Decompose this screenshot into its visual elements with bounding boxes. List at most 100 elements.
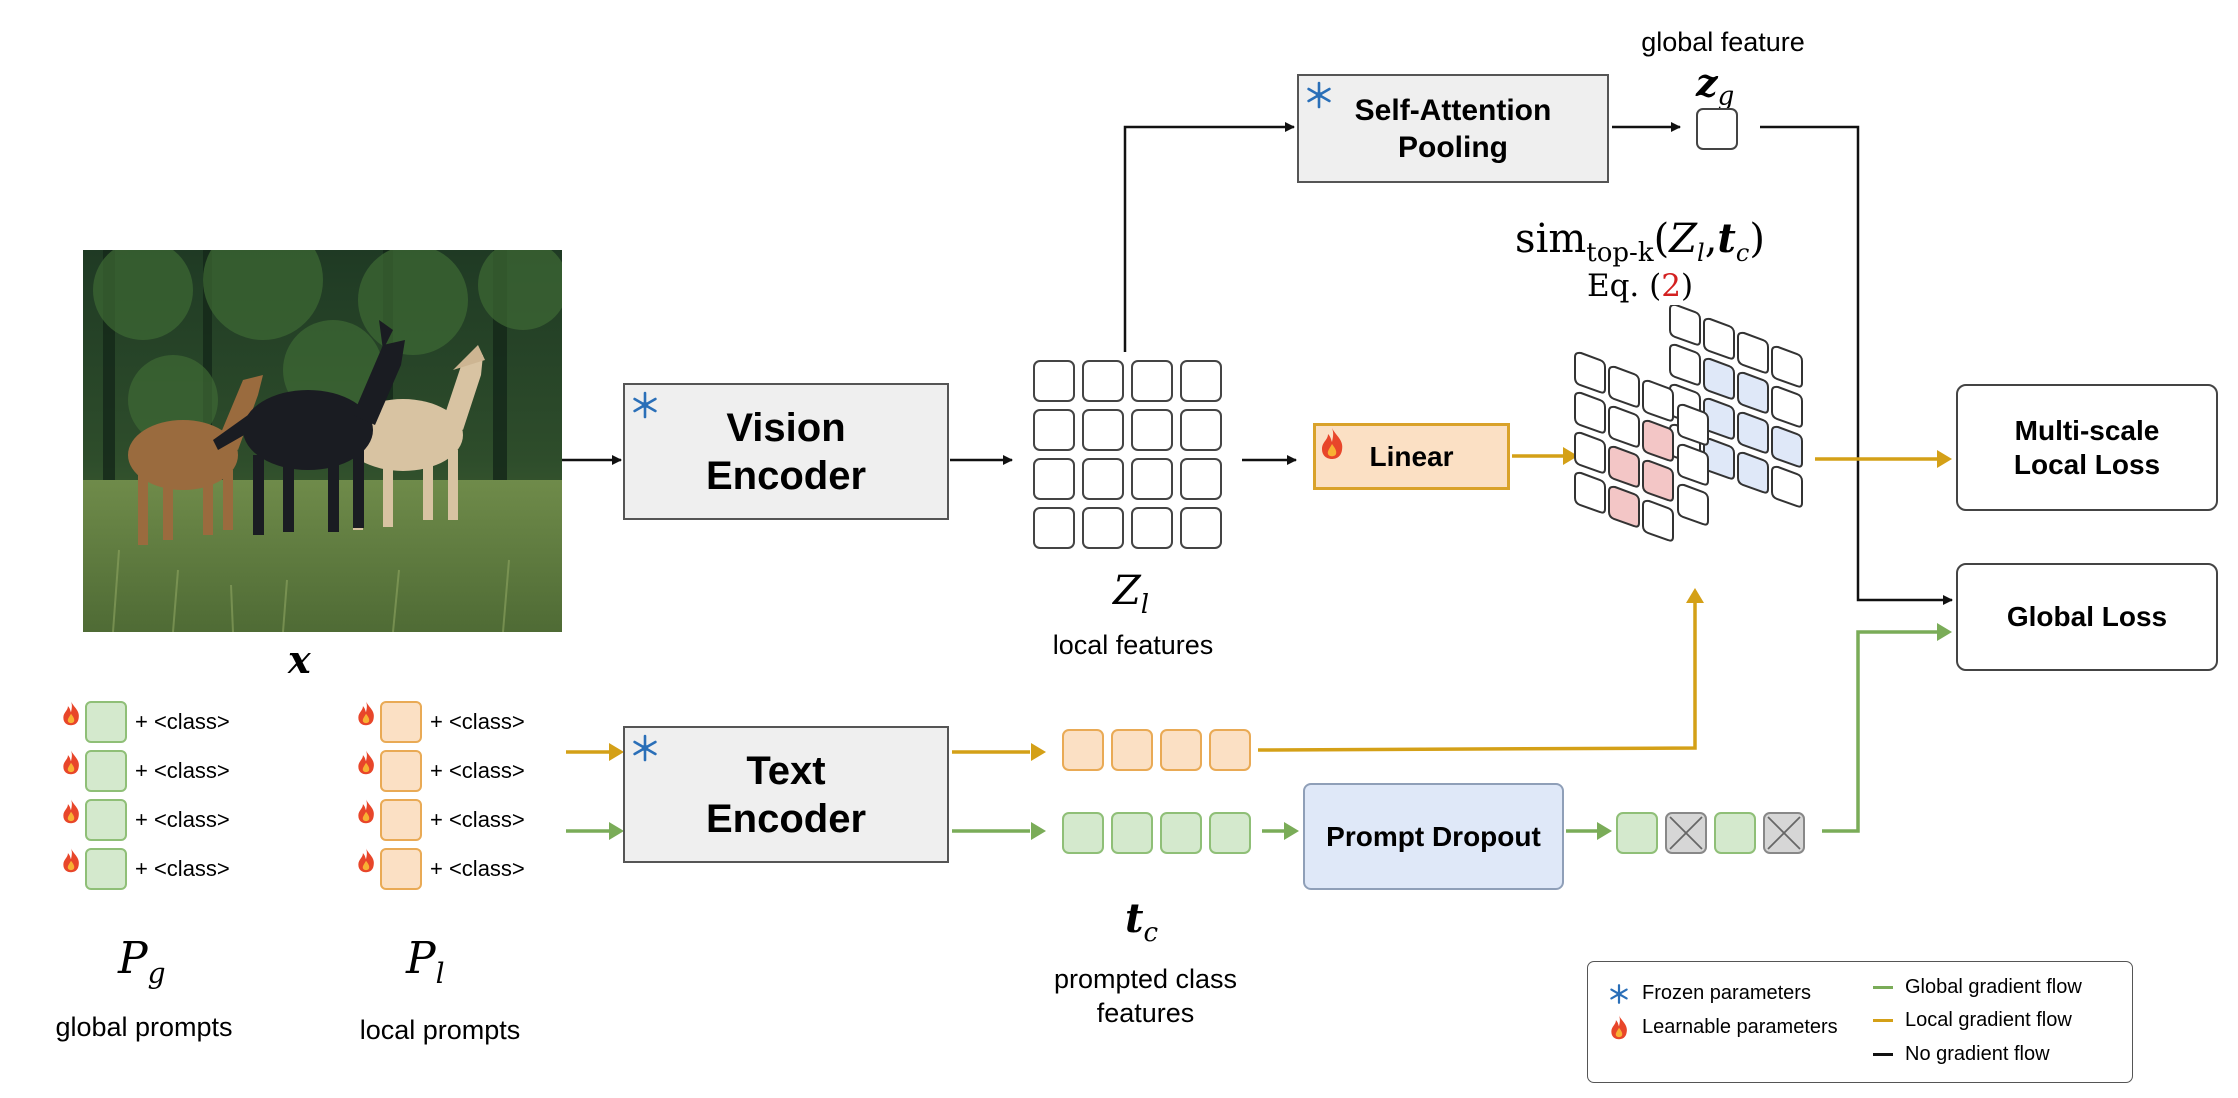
global-loss-box: Global Loss [1956,563,2218,671]
legend: Frozen parameters Learnable parameters G… [1587,961,2133,1083]
prompt-row: + <class> [60,700,230,744]
local-feature-cell [1033,507,1075,549]
feature-token [1111,729,1153,771]
arrow-head [1031,743,1046,761]
self-attention-pooling-label: Self-Attention Pooling [1354,93,1552,164]
flame-icon [355,847,377,873]
global-feature-symbol-main: z [1696,60,1718,105]
legend-local-flow: Local gradient flow [1873,1009,2072,1032]
local-feature-cell [1131,360,1173,402]
global-prompts-list: + <class>+ <class>+ <class>+ <class> [60,700,260,900]
prompt-row: + <class> [355,847,525,891]
flame-icon [1608,1014,1630,1040]
connector-arrow [1822,630,1938,833]
similarity-cell [1642,459,1674,502]
similarity-cell [1669,305,1701,346]
legend-local-swatch [1873,1019,1893,1022]
connector-arrow [1123,122,1295,352]
similarity-cell [1771,345,1803,388]
similarity-cell [1574,431,1606,474]
legend-frozen-label: Frozen parameters [1642,982,1811,1004]
global-feature-symbol-sub: g [1717,81,1735,112]
feature-token [1209,729,1251,771]
similarity-cell [1608,445,1640,488]
local-feature-cell [1082,360,1124,402]
prompt-token [85,750,127,792]
similarity-cell [1608,405,1640,448]
no-gradient-arrows [562,122,1953,605]
sim-arg2-sub: c [1735,239,1750,267]
snowflake-icon [630,733,660,768]
local-feature-cell [1180,507,1222,549]
similarity-cell [1677,443,1709,486]
legend-learnable: Learnable parameters [1608,1014,1838,1040]
flame-icon [60,700,82,726]
legend-frozen: Frozen parameters [1608,982,1811,1005]
flame-icon [355,700,377,726]
similarity-cell [1608,485,1640,528]
flame-icon [60,798,82,824]
similarity-cell [1771,385,1803,428]
connector-arrow [1257,600,1697,752]
local-features-symbol-main: Z [1113,568,1141,614]
similarity-cell [1737,371,1769,414]
arrow-head [1686,588,1704,603]
input-image [83,250,562,632]
prompt-token [85,799,127,841]
class-features-label: prompted class features [1053,964,1238,1028]
feature-token [1062,812,1104,854]
similarity-cell [1608,365,1640,408]
class-token-label: + <class> [135,807,230,832]
global-prompts-label: global prompts [55,1012,233,1042]
similarity-maps [1574,305,1803,542]
local-class-features-row [1062,729,1262,773]
prompt-row: + <class> [355,749,525,793]
snowflake-icon [1608,983,1630,1005]
arrow-head [1563,447,1578,465]
similarity-cell [1574,391,1606,434]
similarity-cell [1574,471,1606,514]
class-token-label: + <class> [430,758,525,783]
linear-label: Linear [1369,440,1454,472]
snowflake-icon [1304,80,1334,115]
similarity-cell [1737,331,1769,374]
text-encoder-box: Text Encoder [623,726,949,863]
prompt-token [380,848,422,890]
class-token-label: + <class> [135,709,230,734]
flame-icon [355,749,377,775]
connector-arrow [1760,125,1953,605]
arrow-head [609,822,624,840]
dropout-features-row [1616,812,1816,856]
prompt-row: + <class> [60,798,230,842]
similarity-cell [1703,397,1735,440]
flame-icon [60,847,82,873]
global-feature-symbol: zg [1696,60,1734,112]
local-features-symbol-sub: l [1140,590,1150,620]
class-features-symbol: tc [1125,895,1158,948]
prompt-token [380,701,422,743]
local-feature-cell [1131,409,1173,451]
arrow-head [1937,450,1952,468]
local-feature-cell [1131,458,1173,500]
prompt-row: + <class> [355,798,525,842]
local-prompts-list: + <class>+ <class>+ <class>+ <class> [355,700,555,900]
sim-paren-open: ( [1653,216,1670,262]
similarity-cell [1771,425,1803,468]
local-feature-cell [1180,360,1222,402]
global-class-features-row [1062,812,1262,856]
feature-token [1111,812,1153,854]
prompt-token [380,750,422,792]
prompt-dropout-label: Prompt Dropout [1326,820,1541,852]
arrow-head [1597,822,1612,840]
local-feature-cell [1033,409,1075,451]
arrow-head [609,743,624,761]
similarity-cell [1677,483,1709,526]
local-feature-cell [1033,360,1075,402]
similarity-cell [1669,343,1701,386]
multi-scale-local-loss-box: Multi-scale Local Loss [1956,384,2218,511]
sim-arg1: Z [1669,216,1697,262]
legend-global-swatch [1873,986,1893,989]
sim-arg1-sub: l [1697,239,1705,267]
flame-icon [60,749,82,775]
